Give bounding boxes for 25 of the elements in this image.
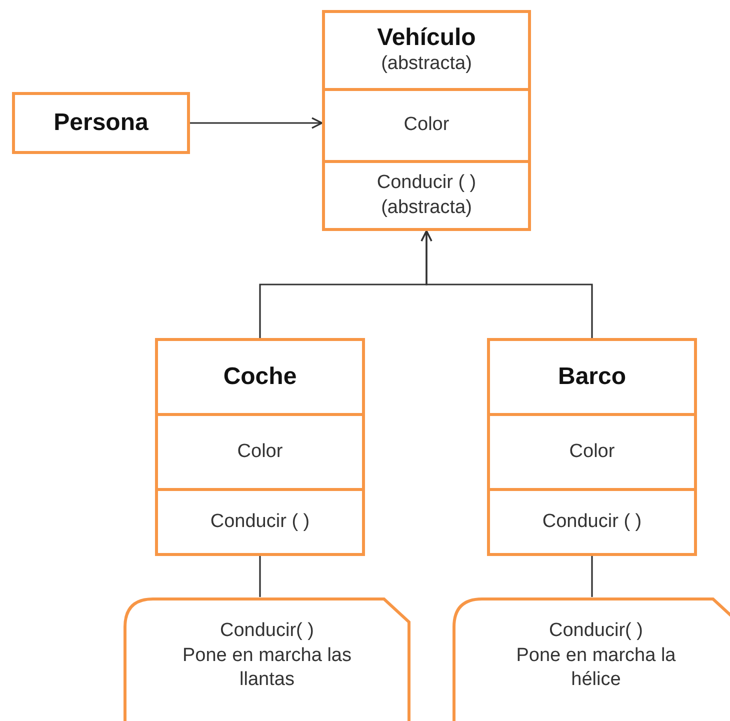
note-text: Conducir( ) xyxy=(219,619,315,643)
class-member: Color xyxy=(237,440,283,464)
class-box xyxy=(322,10,531,231)
class-name: Barco xyxy=(558,363,626,391)
class-member: Color xyxy=(404,113,450,138)
class-member: Conducir ( ) xyxy=(210,510,310,534)
arrow xyxy=(420,230,593,338)
class-box xyxy=(487,338,697,556)
class-name: Vehículo xyxy=(377,24,476,52)
note-shape xyxy=(123,597,411,721)
class-member: (abstracta) xyxy=(381,52,472,76)
note-text: Conducir( ) xyxy=(548,619,644,643)
class-name: Coche xyxy=(223,363,297,391)
connector-line xyxy=(259,556,261,597)
class-box xyxy=(12,92,190,154)
class-name: Persona xyxy=(54,109,148,137)
connector-line xyxy=(591,556,593,597)
class-member: Conducir ( ) xyxy=(542,510,642,534)
class-member: Color xyxy=(569,440,615,464)
class-member: Conducir ( ) (abstracta) xyxy=(376,170,478,220)
arrow xyxy=(190,117,323,129)
note-text: Pone en marcha las llantas xyxy=(182,644,352,692)
note-text: Pone en marcha la hélice xyxy=(515,644,677,692)
note-shape xyxy=(452,597,730,721)
class-box xyxy=(155,338,365,556)
